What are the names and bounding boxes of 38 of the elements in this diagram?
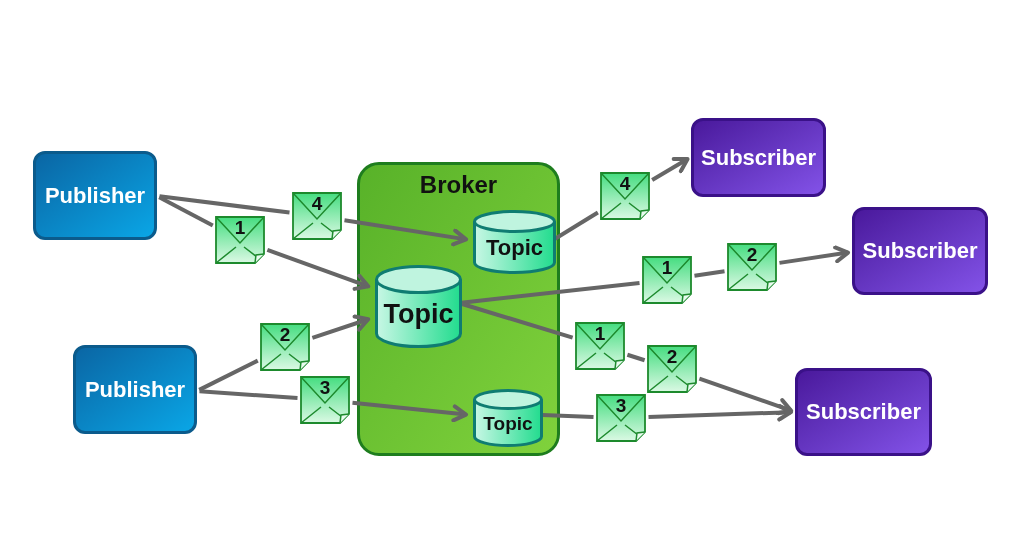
message-envelope: 2 [647,345,697,393]
arrow [648,403,793,422]
arrow [344,218,469,247]
arrow [352,400,468,423]
connector-line [460,301,574,340]
connector-line [159,194,290,215]
connector-line [694,269,725,278]
broker-container [357,162,560,456]
arrow [698,376,794,416]
message-envelope: 3 [596,394,646,442]
connector-line [199,389,298,401]
arrow [651,157,690,182]
topic-cylinder: Topic [375,265,462,348]
topic-cylinder: Topic [473,389,543,447]
message-envelope: 4 [292,192,342,240]
connector-line [542,413,594,419]
connector-line [461,281,640,305]
arrow [779,245,851,265]
message-envelope: 2 [260,323,310,371]
subscriber-box: Subscriber [852,207,988,295]
connector-line [158,195,214,228]
subscriber-box: Subscriber [795,368,932,456]
message-envelope: 1 [575,322,625,370]
container-title: Broker [419,170,498,200]
message-envelope: 1 [215,216,265,264]
publisher-box: Publisher [73,345,197,434]
message-envelope: 2 [727,243,777,291]
arrow [266,248,371,291]
connector-line [626,352,646,363]
topic-cylinder: Topic [473,210,556,274]
subscriber-box: Subscriber [691,118,826,197]
publisher-box: Publisher [33,151,157,240]
message-envelope: 4 [600,172,650,220]
connector-line [198,358,259,392]
connector-line [554,210,599,241]
message-envelope: 3 [300,376,350,424]
message-envelope: 1 [642,256,692,304]
arrow [311,314,371,340]
